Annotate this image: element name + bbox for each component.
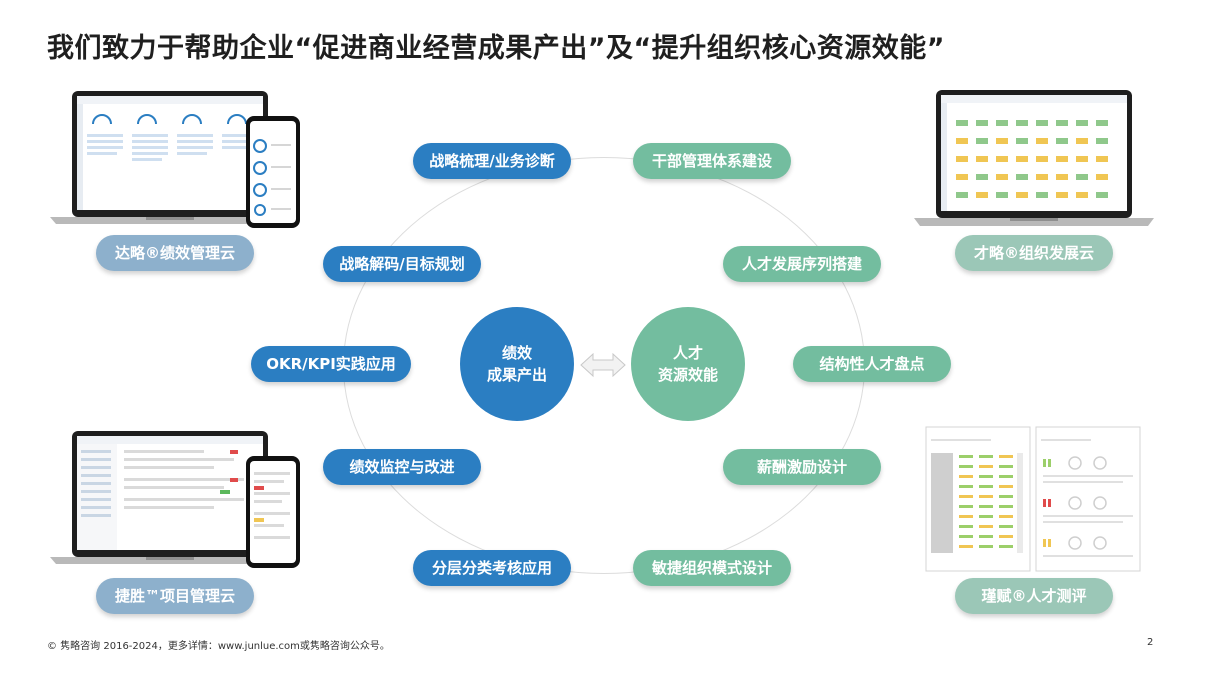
- item-cadre-management[interactable]: 干部管理体系建设: [633, 143, 791, 179]
- item-tiered-assessment[interactable]: 分层分类考核应用: [413, 550, 571, 586]
- item-talent-review[interactable]: 结构性人才盘点: [793, 346, 951, 382]
- circle-talent-line1: 人才: [672, 344, 703, 362]
- circle-performance-line1: 绩效: [501, 344, 532, 362]
- item-talent-sequence[interactable]: 人才发展序列搭建: [723, 246, 881, 282]
- laptop-phone-project-image: [50, 431, 300, 568]
- circle-performance-line2: 成果产出: [486, 366, 547, 384]
- double-arrow-icon: [580, 352, 626, 378]
- product-project-cloud[interactable]: 捷胜™项目管理云: [96, 578, 254, 614]
- page-title: 我们致力于帮助企业“促进商业经营成果产出”及“提升组织核心资源效能”: [47, 33, 945, 64]
- product-org-development-cloud[interactable]: 才略®组织发展云: [955, 235, 1113, 271]
- footer-copyright: © 隽略咨询 2016-2024，更多详情：www.junlue.com或隽略咨…: [47, 641, 390, 652]
- circle-performance: 绩效 成果产出: [460, 307, 574, 421]
- item-strategy-decoding[interactable]: 战略解码/目标规划: [323, 246, 481, 282]
- laptop-org-grid-image: [914, 90, 1154, 226]
- item-performance-monitoring[interactable]: 绩效监控与改进: [323, 449, 481, 485]
- circle-talent-line2: 资源效能: [657, 366, 718, 384]
- laptop-phone-dashboard-image: [50, 91, 300, 228]
- product-talent-assessment[interactable]: 瑾赋®人才测评: [955, 578, 1113, 614]
- item-strategy-diagnosis[interactable]: 战略梳理/业务诊断: [413, 143, 571, 179]
- circle-talent: 人才 资源效能: [631, 307, 745, 421]
- item-agile-organization[interactable]: 敏捷组织模式设计: [633, 550, 791, 586]
- page-number: 2: [1147, 637, 1154, 648]
- product-performance-cloud[interactable]: 达略®绩效管理云: [96, 235, 254, 271]
- item-okr-kpi[interactable]: OKR/KPI实践应用: [251, 346, 411, 382]
- item-compensation[interactable]: 薪酬激励设计: [723, 449, 881, 485]
- assessment-report-pages-image: [925, 426, 1141, 572]
